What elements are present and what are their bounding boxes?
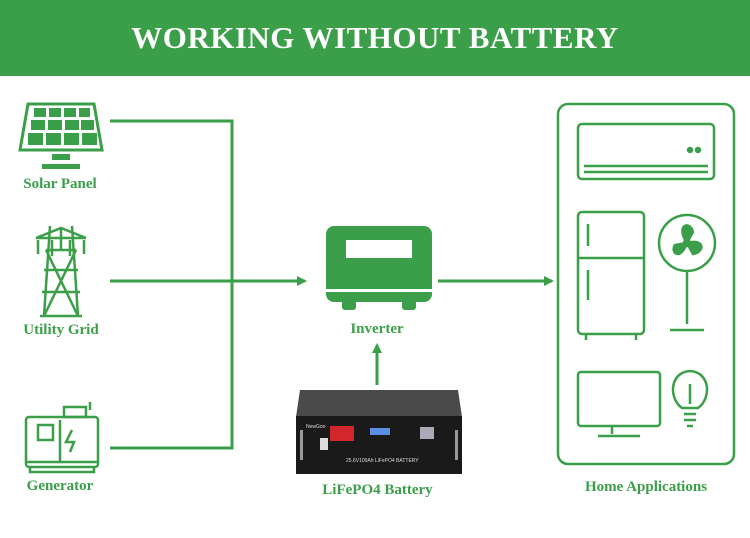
fan-icon [657, 213, 717, 332]
home-applications-box [556, 102, 736, 466]
generator-icon [24, 402, 100, 474]
battery-label: LiFePO4 Battery [322, 482, 433, 498]
refrigerator-icon [576, 210, 646, 340]
tv-icon [576, 370, 662, 438]
page-title: WORKING WITHOUT BATTERY [131, 20, 619, 55]
battery-image: NewGoo 25.6V100Ah LiFePO4 BATTERY [296, 390, 462, 474]
battery-brand: NewGoo [306, 424, 326, 430]
header-banner: WORKING WITHOUT BATTERY [0, 0, 750, 76]
inverter-label: Inverter [350, 321, 404, 337]
solar-panel-label: Solar Panel [23, 176, 97, 192]
transmission-tower-icon [35, 225, 87, 318]
solar-panel-icon [18, 102, 104, 169]
air-conditioner-icon [576, 122, 716, 181]
inverter-icon [326, 226, 432, 310]
solar-line [110, 119, 234, 450]
home-applications-label: Home Applications [584, 479, 708, 495]
utility-grid-label: Utility Grid [23, 322, 99, 338]
battery-spec: 25.6V100Ah LiFePO4 BATTERY [346, 458, 419, 464]
generator-label: Generator [26, 478, 94, 494]
light-bulb-icon [671, 369, 709, 428]
